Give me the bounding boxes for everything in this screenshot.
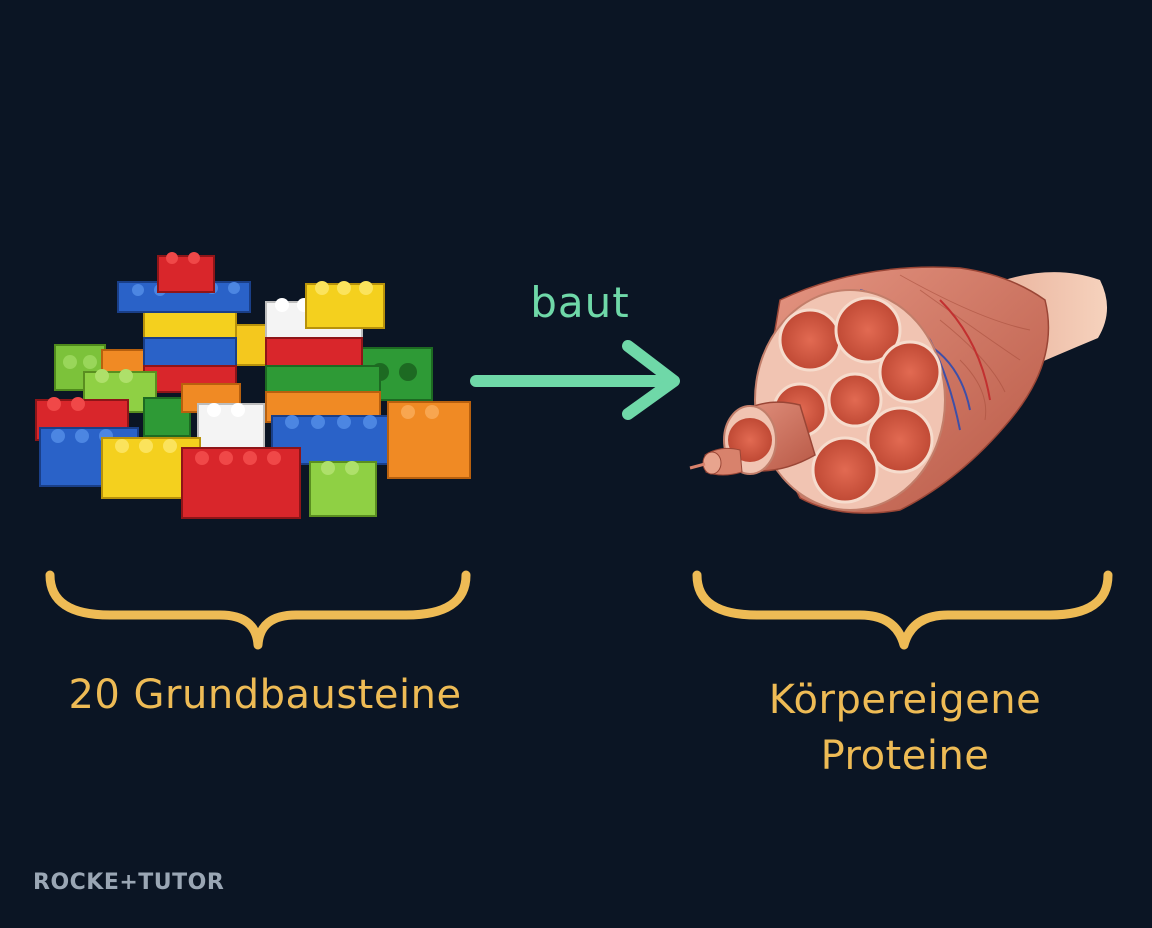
muscle-fiber-bundle-icon xyxy=(689,266,1108,514)
brand-logo: ROCKE+TUTOR xyxy=(33,870,225,895)
label-proteins: Körpereigene Proteine xyxy=(690,672,1120,784)
brick-lime-front xyxy=(309,461,377,517)
brick-orange-front-right xyxy=(387,401,471,479)
brick-tower xyxy=(117,252,251,393)
brick-red-front xyxy=(181,447,301,519)
label-proteins-line1: Körpereigene xyxy=(768,677,1042,723)
label-proteins-line2: Proteine xyxy=(820,733,990,779)
lego-bricks-icon xyxy=(35,252,471,519)
arrow-label: baut xyxy=(530,278,630,327)
brick-green-back-left xyxy=(54,344,106,391)
label-building-blocks: 20 Grundbausteine xyxy=(68,672,462,718)
brace-right-icon xyxy=(692,570,1113,650)
arrow-right-icon xyxy=(470,340,680,420)
brace-left-icon xyxy=(45,570,471,650)
